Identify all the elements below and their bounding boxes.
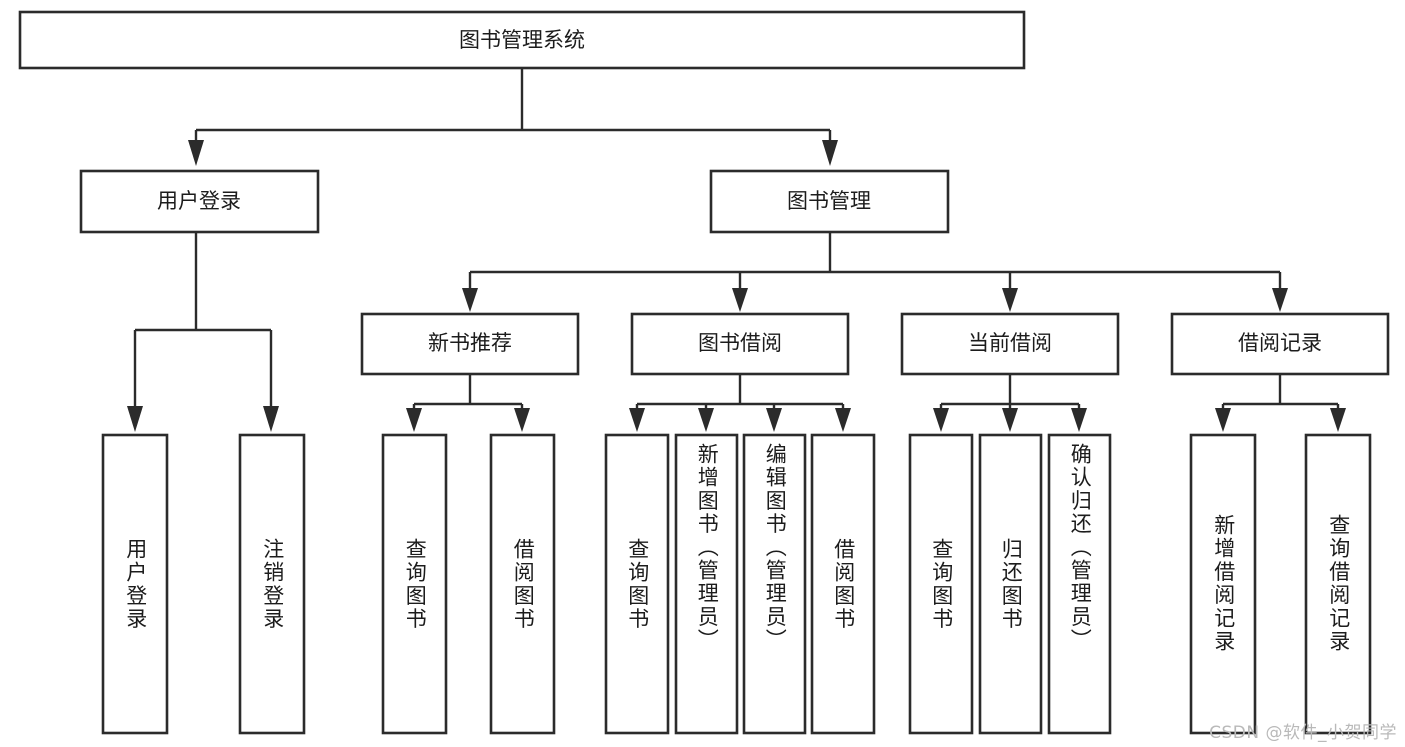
arrow-leaf-borrow-query-book <box>629 408 645 432</box>
leaf-rec-borrow-book-box[interactable] <box>489 433 556 735</box>
node-root-label: 图书管理系统 <box>459 28 585 52</box>
connector-group-book-borrow <box>629 374 851 432</box>
node-book-borrow[interactable]: 图书借阅 <box>630 312 850 376</box>
node-new-book-rec-box[interactable] <box>360 312 580 376</box>
node-user-login-label: 用户登录 <box>157 189 241 213</box>
node-current-borrow[interactable]: 当前借阅 <box>900 312 1120 376</box>
node-root[interactable]: 图书管理系统 <box>18 10 1026 70</box>
arrow-book-borrow <box>732 288 748 312</box>
node-borrow-record-box[interactable] <box>1170 312 1390 376</box>
node-book-manage-label: 图书管理 <box>787 189 871 213</box>
leaf-borrow-query-book-box[interactable] <box>604 433 670 735</box>
connector-group-new-book-rec <box>406 374 530 432</box>
arrow-user-login <box>188 140 204 166</box>
node-borrow-record[interactable]: 借阅记录 <box>1170 312 1390 376</box>
leaf-record-query-box[interactable] <box>1304 433 1372 735</box>
leaf-borrow-borrow-book-box[interactable] <box>810 433 876 735</box>
leaf-record-add-box[interactable] <box>1189 433 1257 735</box>
leaf-user-login-box[interactable] <box>101 433 169 735</box>
leaf-borrow-add-book-box[interactable] <box>674 433 739 735</box>
arrow-leaf-rec-borrow-book <box>514 408 530 432</box>
leaf-user-logout-box[interactable] <box>238 433 306 735</box>
node-current-borrow-box[interactable] <box>900 312 1120 376</box>
arrow-leaf-borrow-add-book <box>698 408 714 432</box>
arrow-leaf-user-login <box>127 406 143 432</box>
node-root-box[interactable] <box>18 10 1026 70</box>
arrow-leaf-record-add <box>1215 408 1231 432</box>
arrow-current-borrow <box>1002 288 1018 312</box>
leaf-current-return-book-box[interactable] <box>978 433 1043 735</box>
arrow-leaf-user-logout <box>263 406 279 432</box>
csdn-watermark: CSDN @软件_小贺同学 <box>1209 723 1397 743</box>
node-book-borrow-box[interactable] <box>630 312 850 376</box>
connector-group-book-manage <box>462 232 1288 312</box>
node-new-book-rec-label: 新书推荐 <box>428 331 512 355</box>
leaf-rec-query-book-box[interactable] <box>381 433 448 735</box>
arrow-borrow-record <box>1272 288 1288 312</box>
node-borrow-record-label: 借阅记录 <box>1238 331 1322 355</box>
connector-group-root <box>188 68 838 166</box>
node-book-manage-box[interactable] <box>709 169 950 234</box>
arrow-new-book-rec <box>462 288 478 312</box>
node-user-login[interactable]: 用户登录 <box>79 169 320 234</box>
leaf-borrow-edit-book-box[interactable] <box>742 433 807 735</box>
leaf-current-confirm-return-box[interactable] <box>1047 433 1112 735</box>
node-new-book-rec[interactable]: 新书推荐 <box>360 312 580 376</box>
connector-group-user-login <box>127 232 279 432</box>
leaf-current-query-book-box[interactable] <box>908 433 974 735</box>
arrow-leaf-borrow-borrow-book <box>835 408 851 432</box>
connector-group-current-borrow <box>933 374 1087 432</box>
node-user-login-box[interactable] <box>79 169 320 234</box>
arrow-leaf-borrow-edit-book <box>766 408 782 432</box>
arrow-leaf-current-return-book <box>1002 408 1018 432</box>
node-book-borrow-label: 图书借阅 <box>698 331 782 355</box>
arrow-leaf-current-query-book <box>933 408 949 432</box>
connector-group-borrow-record <box>1215 374 1346 432</box>
node-book-manage[interactable]: 图书管理 <box>709 169 950 234</box>
arrow-leaf-rec-query-book <box>406 408 422 432</box>
node-current-borrow-label: 当前借阅 <box>968 331 1052 355</box>
arrow-book-manage <box>822 140 838 166</box>
arrow-leaf-record-query <box>1330 408 1346 432</box>
arrow-leaf-current-confirm-return <box>1071 408 1087 432</box>
